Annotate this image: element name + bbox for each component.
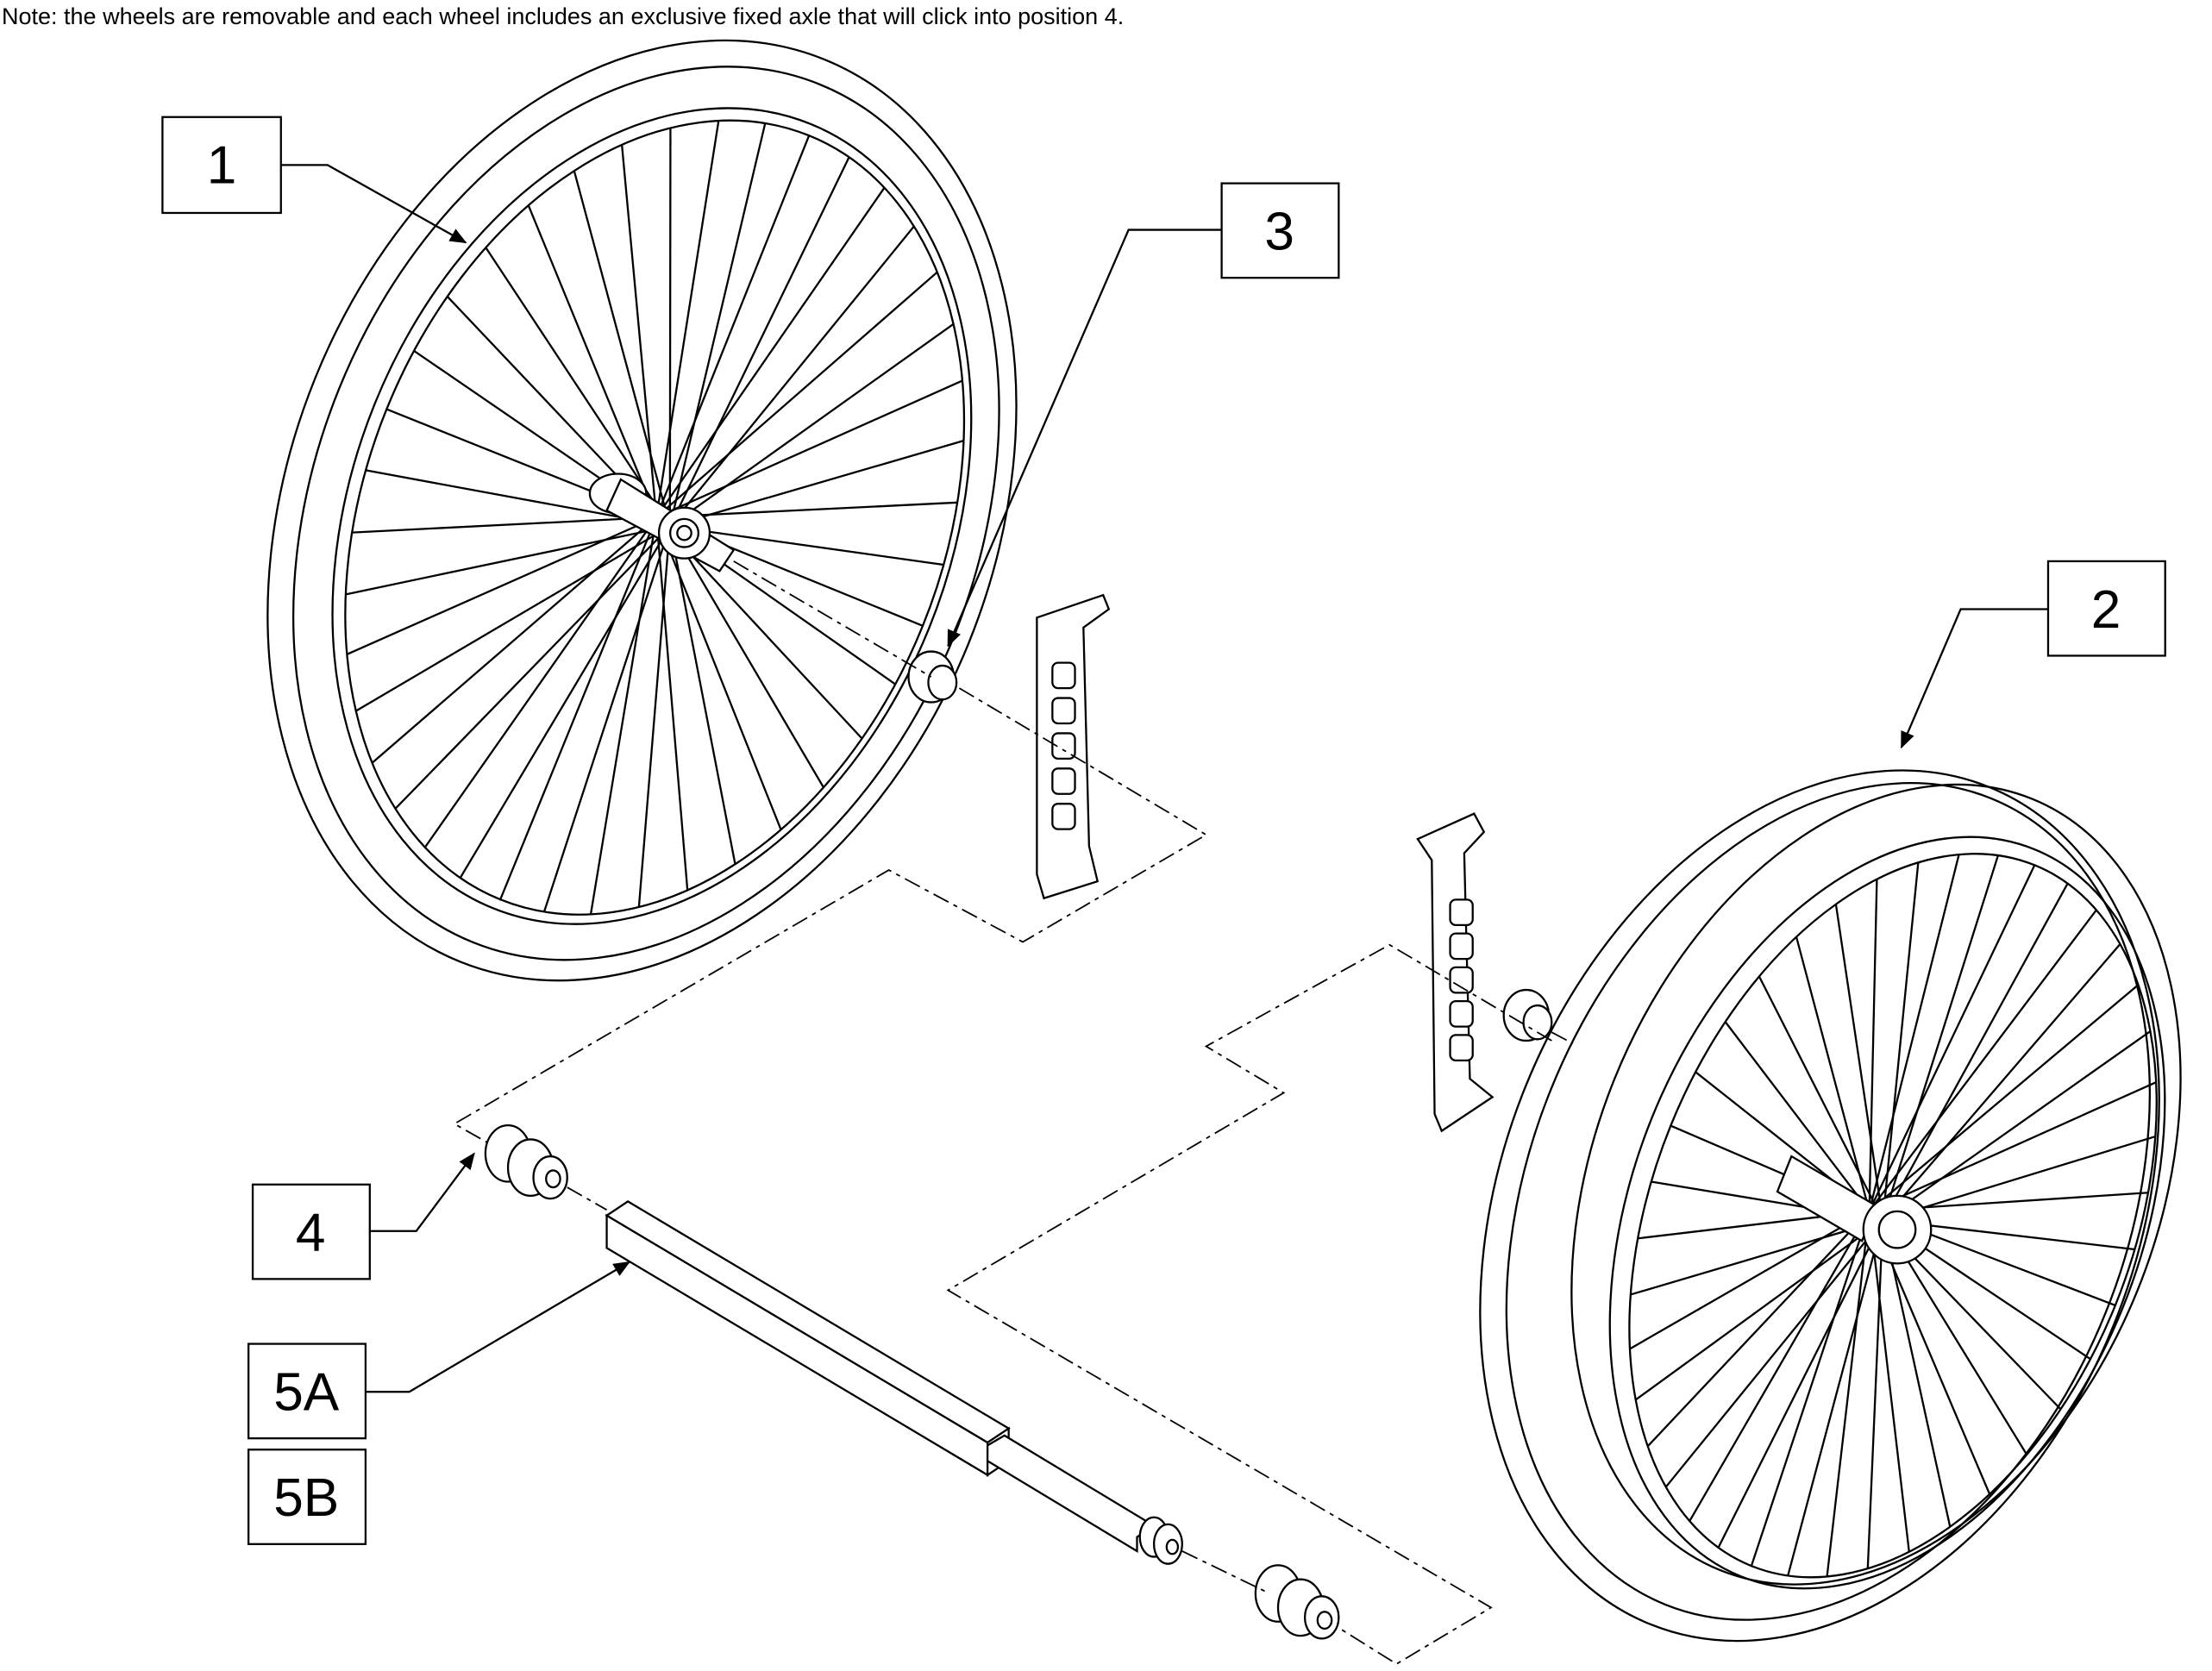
spoke <box>1866 1219 1884 1569</box>
callout-label: 3 <box>1264 202 1294 261</box>
leader-lines <box>280 164 2048 1393</box>
spoke <box>459 525 671 879</box>
spoke <box>656 501 958 519</box>
callout-2: 2 <box>2046 560 2166 657</box>
spoke <box>1868 909 2097 1212</box>
spoke <box>1758 975 1884 1221</box>
rim-inner <box>344 119 965 916</box>
spoke <box>1868 1211 1910 1552</box>
spoke <box>1882 854 2000 1221</box>
spoke <box>669 439 964 528</box>
axle-nut-right <box>1502 988 1553 1042</box>
spoke <box>1826 1211 1870 1577</box>
spoke <box>1787 1219 1884 1576</box>
spoke <box>1868 879 1878 1211</box>
mounting-bracket-right <box>1416 812 1495 1133</box>
mounting-bracket-left <box>1036 593 1111 900</box>
spoke <box>1629 1210 1870 1350</box>
spoke <box>1664 1219 1884 1488</box>
spoke <box>1882 1219 1952 1527</box>
spoke <box>668 525 824 788</box>
spoke <box>355 525 671 712</box>
tire-inner <box>292 66 1000 961</box>
spoke <box>1882 1135 2156 1222</box>
handrim <box>1570 783 2182 1586</box>
tire-outer <box>266 39 1018 982</box>
tire-outer <box>1479 769 2160 1642</box>
spoke <box>1750 1211 1870 1567</box>
spoke <box>1882 943 2121 1221</box>
callout-3: 3 <box>1220 182 1340 279</box>
spoke <box>1834 904 1884 1221</box>
callout-label: 4 <box>296 1204 326 1263</box>
spoke <box>589 516 658 915</box>
spoke <box>424 516 658 848</box>
spoke <box>1717 1219 1884 1549</box>
spoke <box>668 122 767 527</box>
spoke <box>1882 883 2069 1221</box>
spoke <box>655 135 811 518</box>
callout-label: 5B <box>273 1468 339 1528</box>
spoke <box>621 145 658 517</box>
spoke <box>527 204 658 518</box>
spoke <box>655 121 720 518</box>
note-text: Note: the wheels are removable and each … <box>2 3 1125 29</box>
spoke <box>1630 1218 1883 1296</box>
spoke <box>668 225 915 528</box>
callout-label: 2 <box>2091 580 2121 640</box>
spoke <box>573 171 671 527</box>
spoke <box>655 379 963 518</box>
axle-tube <box>605 1200 1183 1565</box>
callout-label: 1 <box>207 136 237 196</box>
spoke <box>1882 1030 2152 1221</box>
spoke <box>345 525 671 596</box>
spoke <box>655 516 782 830</box>
spoke <box>669 322 955 528</box>
spoke <box>352 516 657 534</box>
spoke <box>1869 1081 2157 1212</box>
spoke <box>499 516 658 900</box>
callout-4: 4 <box>251 1183 371 1280</box>
axle-nut-left <box>907 650 958 704</box>
spoke <box>394 525 671 810</box>
bushing-right <box>1254 1564 1340 1640</box>
spoke <box>655 516 689 891</box>
wheel-right <box>1479 769 2182 1642</box>
spoke <box>655 187 886 518</box>
spoke <box>347 516 657 655</box>
spoke <box>668 128 672 527</box>
callout-label: 5A <box>273 1362 340 1422</box>
spoke <box>1868 864 2036 1212</box>
spoke <box>655 271 938 518</box>
bushing-left <box>484 1123 568 1200</box>
spoke <box>1646 1210 1870 1448</box>
wheel-left <box>266 39 1018 982</box>
spoke <box>1689 1210 1870 1522</box>
spoke <box>637 526 671 907</box>
spoke <box>668 157 850 527</box>
spoke <box>1635 1219 1883 1401</box>
spoke <box>1868 984 2140 1212</box>
callout-5b: 5B <box>248 1449 367 1545</box>
spoke <box>371 516 657 764</box>
spoke <box>669 525 944 566</box>
rim-outer <box>331 107 973 925</box>
spoke <box>668 526 736 865</box>
assembly-lines <box>453 560 1574 1665</box>
spoke <box>1868 854 1960 1211</box>
callout-5a: 5A <box>248 1342 367 1440</box>
spoke <box>543 525 671 912</box>
spoke <box>1882 862 1920 1221</box>
callout-1: 1 <box>161 116 282 215</box>
spoke <box>1795 936 1870 1211</box>
spoke <box>1724 1021 1870 1212</box>
